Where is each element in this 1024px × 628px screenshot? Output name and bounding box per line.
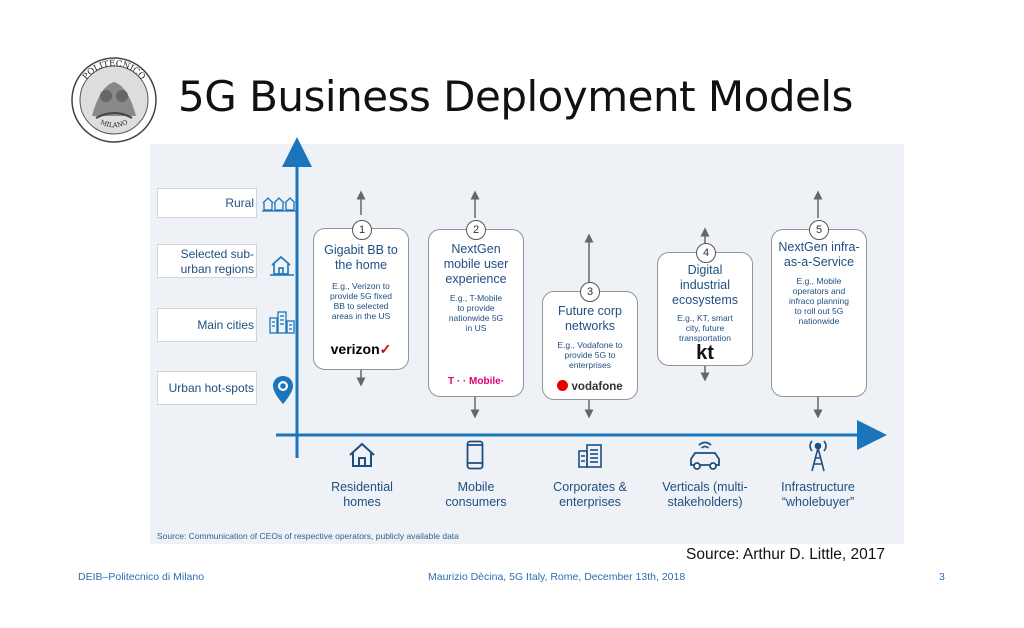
svg-text:MILANO: MILANO xyxy=(99,118,129,129)
model-example-line: provide 5G to xyxy=(564,350,616,360)
model-card-5: NextGen infra- as-a-Service E.g., Mobile… xyxy=(771,229,867,397)
model-example-line: operators and xyxy=(792,286,846,296)
model-title-line: Digital xyxy=(687,263,723,277)
vodafone-logo: vodafone xyxy=(543,380,637,393)
slide-source: Source: Arthur D. Little, 2017 xyxy=(686,546,886,563)
model-example-line: infraco planning xyxy=(788,296,849,306)
model-example-line: E.g., Mobile xyxy=(796,276,842,286)
model-example-line: nationwide xyxy=(798,316,840,326)
category-label-line: stakeholders) xyxy=(667,495,743,509)
brand-text: kt xyxy=(696,342,714,364)
category-label-corporates: Corporates & enterprises xyxy=(525,480,655,510)
diagram-source-note: Source: Communication of CEOs of respect… xyxy=(157,531,459,541)
category-label-line: “wholebuyer” xyxy=(781,495,855,509)
tmobile-logo: T · · Mobile· xyxy=(429,376,523,387)
category-label-infrastructure: Infrastructure “wholebuyer” xyxy=(753,480,883,510)
suburban-house-icon xyxy=(270,255,294,276)
lane-label-rural: Rural xyxy=(157,188,257,218)
verizon-logo: verizon✓ xyxy=(314,341,408,358)
lane-label-text: Urban hot-spots xyxy=(168,380,254,395)
office-building-icon xyxy=(578,444,602,468)
category-label-line: enterprises xyxy=(559,495,621,509)
model-title-line: Future corp xyxy=(558,304,622,318)
lane-label-text: Main cities xyxy=(197,317,254,332)
verizon-check-icon: ✓ xyxy=(379,341,392,357)
lane-label-text-line1: Selected sub- xyxy=(180,247,254,261)
footer-institution: DEIB–Politecnico di Milano xyxy=(78,571,205,583)
model-card-2: NextGen mobile user experience E.g., T-M… xyxy=(428,229,524,397)
model-example-line: nationwide 5G xyxy=(448,313,504,323)
model-example-line: areas in the US xyxy=(331,311,391,321)
model-example-line: transportation xyxy=(679,333,731,343)
category-label-line: homes xyxy=(343,495,381,509)
category-label-line: Residential xyxy=(331,480,393,494)
brand-text: verizon xyxy=(330,341,380,357)
connected-car-icon xyxy=(690,441,720,470)
model-example-line: BB to selected xyxy=(333,301,389,311)
model-title-line: industrial xyxy=(679,278,731,292)
category-label-line: Verticals (multi- xyxy=(662,480,748,494)
model-example-line: city, future xyxy=(685,323,725,333)
location-pin-icon xyxy=(273,376,293,404)
model-title-line: Gigabit BB to xyxy=(324,243,398,257)
model-card-4: Digital industrial ecosystems E.g., KT, … xyxy=(657,252,753,366)
model-number-badge-3: 3 xyxy=(580,282,600,302)
model-card-3: Future corp networks E.g., Vodafone to p… xyxy=(542,291,638,400)
model-title-line: as-a-Service xyxy=(783,255,855,269)
footer-event: Maurizio Dècina, 5G Italy, Rome, Decembe… xyxy=(428,571,686,583)
model-title-line: ecosystems xyxy=(672,293,738,307)
antenna-tower-icon xyxy=(809,440,827,472)
category-label-residential: Residential homes xyxy=(297,480,427,510)
category-label-line: Corporates & xyxy=(553,480,627,494)
model-title-line: experience xyxy=(445,272,507,286)
category-label-mobile: Mobile consumers xyxy=(411,480,541,510)
model-example-line: E.g., KT, smart xyxy=(677,313,733,323)
brand-text: vodafone xyxy=(571,381,623,393)
rural-houses-icon xyxy=(262,197,296,212)
model-number-badge-2: 2 xyxy=(466,220,486,240)
model-title-line: networks xyxy=(564,319,616,333)
category-label-line: consumers xyxy=(445,495,507,509)
model-number-badge-5: 5 xyxy=(809,220,829,240)
model-title-line: mobile user xyxy=(443,257,509,271)
category-label-line: Mobile xyxy=(457,480,495,494)
smartphone-icon xyxy=(466,440,484,470)
logo-text-bottom: MILANO xyxy=(99,118,129,129)
model-number-badge-1: 1 xyxy=(352,220,372,240)
model-example-line: E.g., Verizon to xyxy=(332,281,390,291)
model-example-line: E.g., T-Mobile xyxy=(449,293,503,303)
page-number: 3 xyxy=(939,571,945,583)
home-icon xyxy=(349,442,375,467)
lane-label-text: Rural xyxy=(225,195,254,210)
model-example-line: E.g., Vodafone to xyxy=(557,340,623,350)
model-title-line: NextGen xyxy=(451,242,501,256)
brand-text: T · · Mobile· xyxy=(447,376,505,387)
model-example-line: provide 5G fixed xyxy=(330,291,392,301)
kt-logo: kt xyxy=(658,343,752,363)
model-card-1: Gigabit BB to the home E.g., Verizon to … xyxy=(313,228,409,370)
city-buildings-icon xyxy=(269,311,295,334)
lane-label-urban-hotspots: Urban hot-spots xyxy=(157,371,257,405)
category-label-line: Infrastructure xyxy=(781,480,855,494)
model-example-line: in US xyxy=(465,323,487,333)
slide-title: 5G Business Deployment Models xyxy=(178,72,853,121)
category-label-verticals: Verticals (multi- stakeholders) xyxy=(640,480,770,510)
model-example-line: to provide xyxy=(457,303,495,313)
model-example-line: enterprises xyxy=(568,360,612,370)
model-number-badge-4: 4 xyxy=(696,243,716,263)
model-title-line: the home xyxy=(334,258,388,272)
lane-label-text-line2: urban regions xyxy=(180,262,254,276)
politecnico-logo: POLITECNICO MILANO xyxy=(71,57,157,143)
vodafone-speechmark-icon xyxy=(557,380,569,391)
model-example-line: to roll out 5G xyxy=(794,306,844,316)
model-title-line: NextGen infra- xyxy=(778,240,860,254)
lane-label-suburban: Selected sub- urban regions xyxy=(157,244,257,278)
lane-label-main-cities: Main cities xyxy=(157,308,257,342)
